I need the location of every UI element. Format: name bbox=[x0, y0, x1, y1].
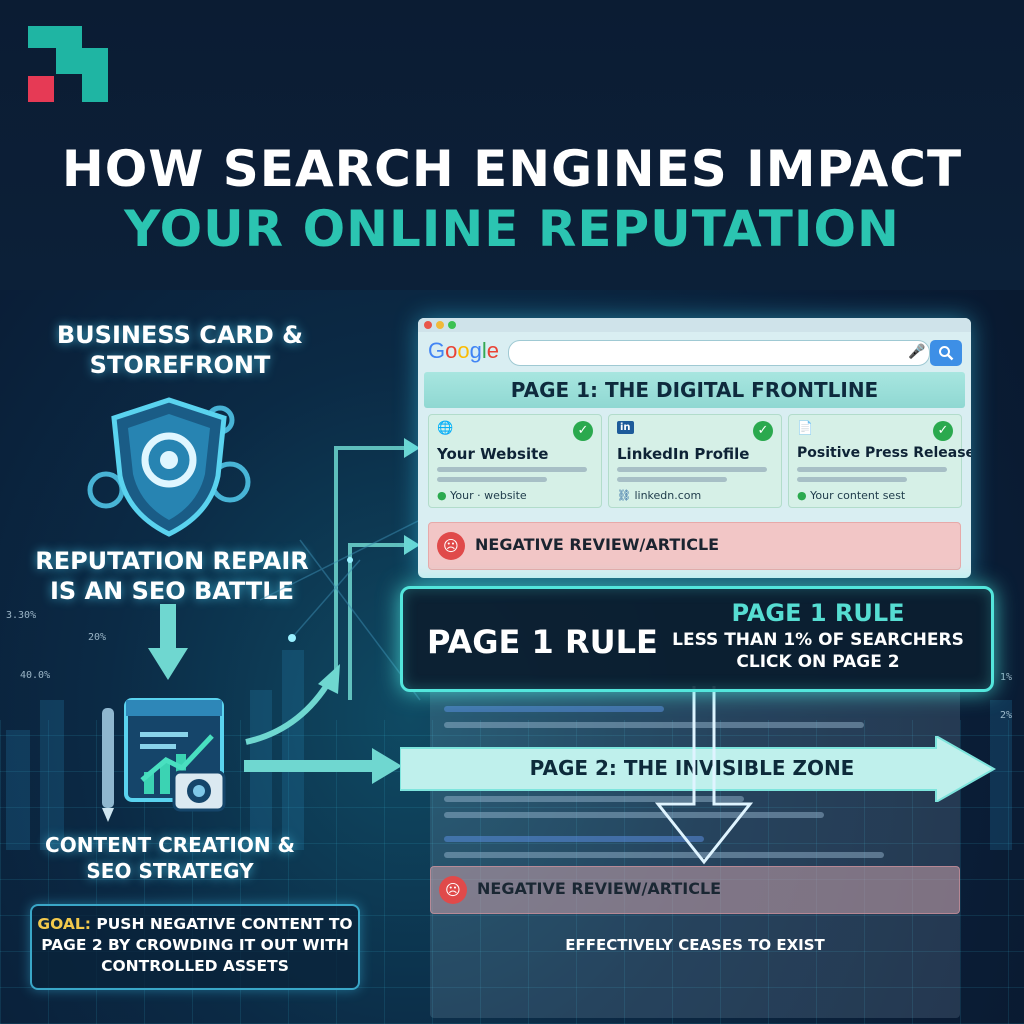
placeholder-line bbox=[444, 812, 824, 818]
rule-title: PAGE 1 RULE bbox=[731, 599, 905, 627]
google-logo: Google bbox=[428, 338, 500, 363]
page-title-line2: YOUR ONLINE REPUTATION bbox=[124, 200, 900, 258]
placeholder-line bbox=[797, 477, 907, 482]
background-bar bbox=[990, 700, 1012, 850]
window-minimize-dot[interactable] bbox=[436, 321, 444, 329]
negative-result-page2[interactable]: ☹ NEGATIVE REVIEW/ARTICLE bbox=[430, 866, 960, 914]
placeholder-line bbox=[617, 477, 727, 482]
placeholder-line bbox=[444, 852, 884, 858]
result-card[interactable]: 📄 ✓ Positive Press Release ● Your conten… bbox=[788, 414, 971, 508]
search-button[interactable] bbox=[930, 340, 962, 366]
down-arrow-icon bbox=[148, 604, 188, 680]
side-number: 40.0% bbox=[20, 670, 51, 681]
search-input[interactable] bbox=[508, 340, 930, 366]
background-bar bbox=[282, 650, 304, 850]
goal-text: GOAL: PUSH NEGATIVE CONTENT TO PAGE 2 BY… bbox=[32, 914, 358, 977]
check-icon: ✓ bbox=[753, 421, 773, 441]
result-card[interactable]: in ✓ LinkedIn Profile ⛓ linkedn.com bbox=[608, 414, 782, 508]
negative-result-page1[interactable]: ☹ NEGATIVE REVIEW/ARTICLE bbox=[428, 522, 961, 570]
result-card[interactable]: 🌐 ✓ Your Website ● Your · website bbox=[428, 414, 602, 508]
result-title: LinkedIn Profile bbox=[617, 445, 750, 463]
rule-big-label: PAGE 1 RULE bbox=[427, 623, 658, 661]
window-close-dot[interactable] bbox=[424, 321, 432, 329]
search-icon bbox=[939, 346, 954, 361]
goal-box: GOAL: PUSH NEGATIVE CONTENT TO PAGE 2 BY… bbox=[30, 904, 360, 990]
side-number: 3.30% bbox=[6, 610, 37, 621]
background-bar bbox=[6, 730, 30, 850]
negative-label: NEGATIVE REVIEW/ARTICLE bbox=[475, 535, 720, 554]
placeholder-line bbox=[617, 467, 767, 472]
shield-gear-icon bbox=[87, 397, 251, 537]
result-footer: ● Your · website bbox=[437, 489, 527, 502]
window-maximize-dot[interactable] bbox=[448, 321, 456, 329]
placeholder-line bbox=[444, 836, 704, 842]
goal-prefix: GOAL: bbox=[37, 915, 91, 933]
background-bar bbox=[40, 700, 64, 850]
ceases-to-exist-text: EFFECTIVELY CEASES TO EXIST bbox=[565, 936, 825, 954]
side-number: 2% bbox=[1000, 710, 1013, 721]
content-creation-label: CONTENT CREATION & SEO STRATEGY bbox=[45, 833, 295, 883]
business-card-label: BUSINESS CARD & STOREFRONT bbox=[56, 321, 304, 379]
angry-face-icon: ☹ bbox=[437, 532, 465, 560]
microphone-icon[interactable]: 🎤 bbox=[908, 344, 926, 360]
placeholder-line bbox=[437, 467, 587, 472]
linkedin-icon: in bbox=[617, 421, 634, 434]
placeholder-line bbox=[444, 706, 664, 712]
angry-face-icon: ☹ bbox=[439, 876, 467, 904]
result-footer: ● Your content sest bbox=[797, 489, 905, 502]
globe-icon: 🌐 bbox=[437, 421, 454, 436]
page2-heading: PAGE 2: THE INVISIBLE ZONE bbox=[529, 756, 855, 780]
side-number: 1% bbox=[1000, 672, 1013, 683]
vertical-down-arrow bbox=[654, 686, 754, 865]
result-title: Your Website bbox=[437, 445, 549, 463]
reputation-repair-label: REPUTATION REPAIR IS AN SEO BATTLE bbox=[35, 547, 309, 605]
check-icon: ✓ bbox=[573, 421, 593, 441]
page1-rule-box: PAGE 1 RULE PAGE 1 RULE LESS THAN 1% OF … bbox=[400, 586, 994, 692]
placeholder-line bbox=[444, 796, 744, 802]
page2-arrow bbox=[400, 736, 996, 802]
page1-heading: PAGE 1: THE DIGITAL FRONTLINE bbox=[424, 372, 965, 408]
header-background bbox=[0, 0, 1024, 290]
document-icon: 📄 bbox=[797, 421, 814, 436]
result-footer: ⛓ linkedn.com bbox=[617, 489, 701, 502]
placeholder-line bbox=[797, 467, 947, 472]
rule-subtitle: LESS THAN 1% OF SEARCHERS CLICK ON PAGE … bbox=[672, 630, 964, 672]
negative-label: NEGATIVE REVIEW/ARTICLE bbox=[477, 879, 722, 898]
result-footer-text: linkedn.com bbox=[634, 489, 702, 502]
check-icon: ● bbox=[797, 489, 807, 502]
goal-body: PUSH NEGATIVE CONTENT TO PAGE 2 BY CROWD… bbox=[41, 915, 353, 975]
result-footer-text: Your content sest bbox=[810, 489, 906, 502]
link-icon: ⛓ bbox=[617, 489, 631, 502]
result-footer-text: Your · website bbox=[450, 489, 527, 502]
browser-titlebar bbox=[418, 318, 971, 332]
side-number: 20% bbox=[88, 632, 107, 643]
placeholder-line bbox=[437, 477, 547, 482]
page-title-line1: HOW SEARCH ENGINES IMPACT bbox=[61, 140, 963, 198]
search-results-browser: Google 🎤 PAGE 1: THE DIGITAL FRONTLINE 🌐… bbox=[418, 318, 971, 578]
check-icon: ● bbox=[437, 489, 447, 502]
check-icon: ✓ bbox=[933, 421, 953, 441]
content-creation-icon bbox=[102, 698, 226, 822]
result-title: Positive Press Release bbox=[797, 445, 971, 461]
placeholder-line bbox=[444, 722, 864, 728]
